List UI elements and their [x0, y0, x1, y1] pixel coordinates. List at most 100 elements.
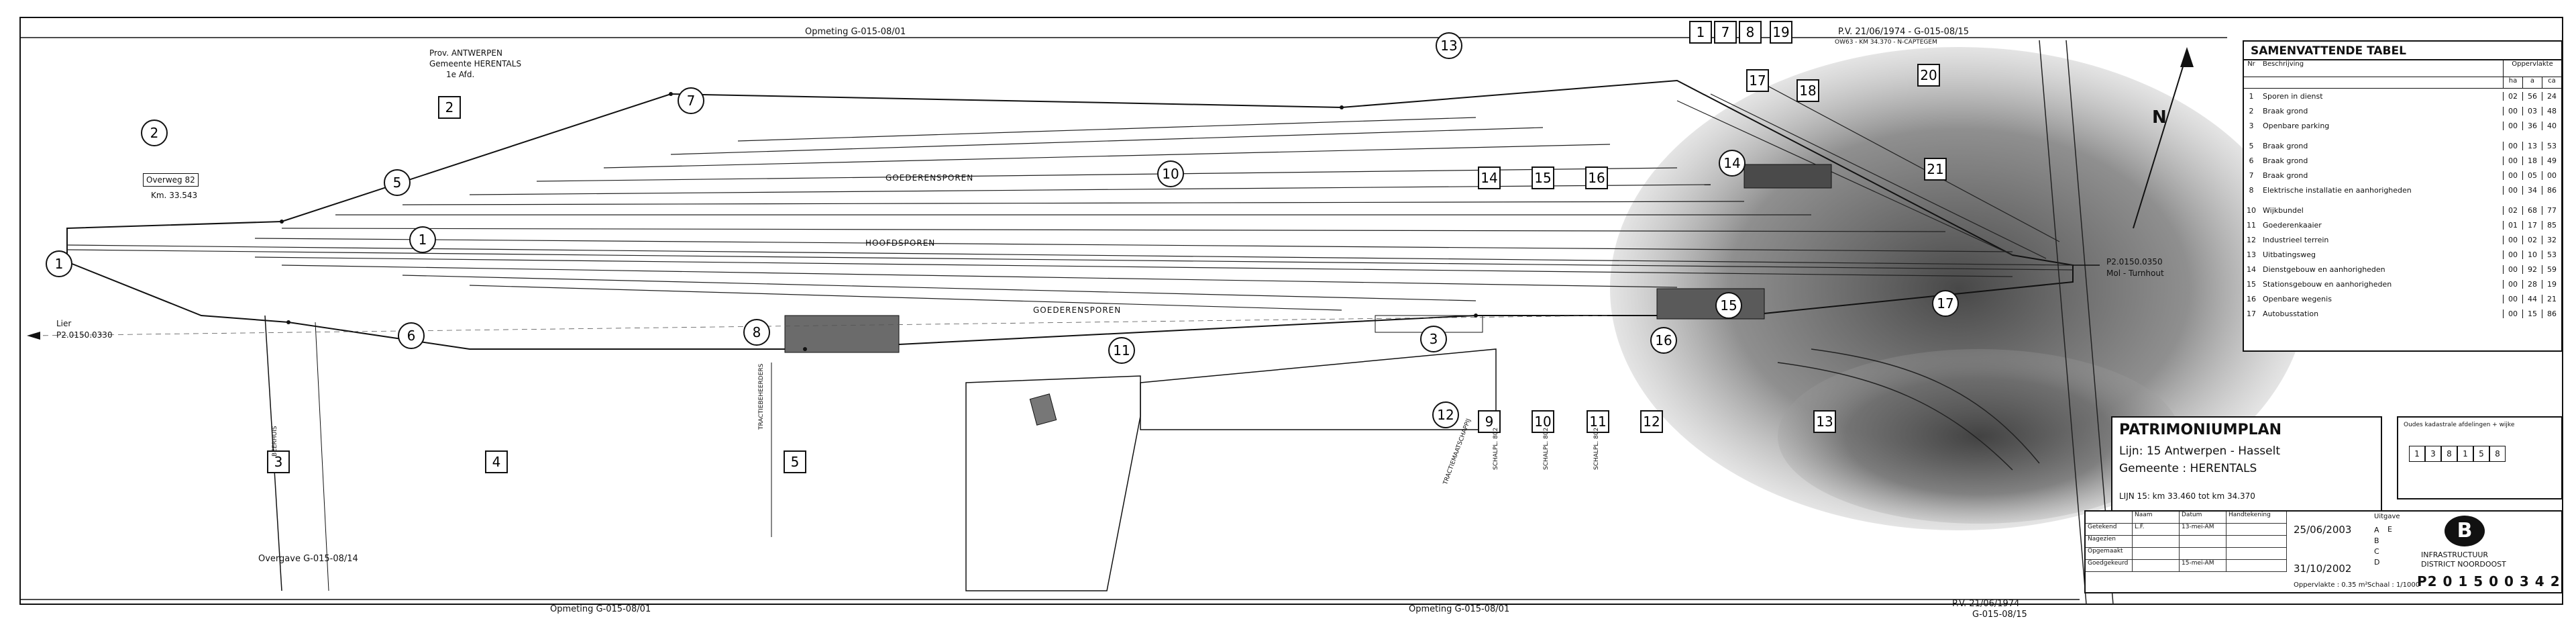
row-a: 03 — [2522, 106, 2542, 115]
sig-schaal: Schaal : 1/1000 — [2367, 581, 2420, 589]
row-desc: Stationsgebouw en aanhorigheden — [2263, 279, 2392, 289]
row-desc: Braak grond — [2263, 106, 2308, 115]
prov-line-1: Prov. ANTWERPEN — [429, 48, 502, 58]
uitgave-letter: A — [2374, 526, 2379, 534]
unit-a: a — [2522, 77, 2542, 88]
sig-col-datum: Datum — [2180, 512, 2226, 523]
parcel-box-10: 10 — [1532, 410, 1554, 433]
unit-ca: ca — [2542, 77, 2561, 88]
parcel-box-1: 1 — [1689, 21, 1712, 44]
row-ca: 86 — [2542, 309, 2561, 318]
prov-line-3: 1e Afd. — [446, 70, 475, 79]
parcel-box-16: 16 — [1585, 166, 1608, 189]
svg-text:14: 14 — [1723, 155, 1740, 171]
row-desc: Wijkbundel — [2263, 205, 2304, 215]
row-ha: 00 — [2503, 279, 2522, 289]
parcel-circle-16: 16 — [1650, 327, 1677, 354]
svg-text:13: 13 — [1440, 38, 1457, 54]
org-line-2: DISTRICT NOORDOOST — [2421, 560, 2506, 569]
svg-text:1: 1 — [55, 256, 64, 272]
title-block: PATRIMONIUMPLAN Lijn: 15 Antwerpen - Has… — [2111, 416, 2382, 516]
svg-text:7: 7 — [1721, 24, 1730, 40]
parcel-box-13: 13 — [1813, 410, 1836, 433]
vertical-label-beerhuis: BEERHUIS — [272, 426, 278, 457]
parcel-circle-15: 15 — [1715, 292, 1742, 319]
sig-handtekening — [2226, 560, 2287, 571]
sig-handtekening — [2226, 524, 2287, 535]
row-ca: 19 — [2542, 279, 2561, 289]
svg-text:15: 15 — [1720, 297, 1737, 314]
row-ca: 24 — [2542, 91, 2561, 101]
kadaster-cell: 8 — [2441, 446, 2457, 462]
row-a: 17 — [2522, 220, 2542, 230]
row-a: 68 — [2522, 205, 2542, 215]
parcel-box-5: 5 — [784, 450, 806, 473]
row-a: 92 — [2522, 265, 2542, 274]
uitgave-letter: C — [2374, 547, 2379, 556]
sig-naam — [2133, 548, 2180, 559]
svg-text:10: 10 — [1534, 414, 1551, 430]
sig-datum — [2180, 536, 2226, 547]
row-desc: Industrieel terrein — [2263, 235, 2329, 244]
row-a: 34 — [2522, 185, 2542, 195]
goederenkaaier-outline — [965, 375, 1141, 591]
row-ha: 00 — [2503, 121, 2522, 130]
summary-table-units: ha a ca — [2244, 77, 2561, 89]
row-desc: Openbare parking — [2263, 121, 2330, 130]
svg-text:5: 5 — [791, 454, 800, 470]
row-nr: 12 — [2247, 235, 2256, 244]
row-ca: 32 — [2542, 235, 2561, 244]
col-nr: Nr — [2247, 60, 2255, 68]
svg-text:12: 12 — [1437, 407, 1454, 423]
row-a: 05 — [2522, 171, 2542, 180]
parcel-circle-3: 3 — [1420, 326, 1447, 352]
overweg-label: Overweg 82 — [143, 173, 199, 187]
sig-naam — [2133, 536, 2180, 547]
kadaster-cell: 1 — [2409, 446, 2425, 462]
row-ha: 00 — [2503, 171, 2522, 180]
summary-table-title: SAMENVATTENDE TABEL — [2244, 42, 2561, 60]
summary-table-header: Nr Beschrijving Oppervlakte — [2244, 60, 2561, 77]
svg-text:11: 11 — [1113, 342, 1130, 358]
row-ca: 86 — [2542, 185, 2561, 195]
svg-text:6: 6 — [407, 328, 416, 344]
parcel-circle-10: 10 — [1157, 160, 1184, 187]
row-nr: 11 — [2247, 220, 2256, 230]
row-nr: 5 — [2249, 141, 2254, 150]
plan-lijn: Lijn: 15 Antwerpen - Hasselt — [2119, 444, 2281, 458]
sig-datum — [2180, 548, 2226, 559]
pv-top: P.V. 21/06/1974 - G-015-08/15 — [1838, 27, 1970, 37]
vertical-label-schaal-3: SCHALPL. 802 — [1593, 427, 1600, 470]
kadaster-label: Oudes kadastrale afdelingen + wijke — [2404, 422, 2515, 428]
row-a: 44 — [2522, 294, 2542, 303]
kadaster-cell: 8 — [2489, 446, 2506, 462]
opmeting-top: Opmeting G-015-08/01 — [805, 27, 906, 37]
sig-role: Opgemaakt — [2086, 548, 2133, 559]
row-ca: 53 — [2542, 141, 2561, 150]
row-desc: Braak grond — [2263, 171, 2308, 180]
row-ca: 53 — [2542, 250, 2561, 259]
svg-text:8: 8 — [1746, 24, 1755, 40]
svg-text:4: 4 — [492, 454, 501, 470]
parcel-circle-14: 14 — [1719, 150, 1746, 177]
row-ha: 00 — [2503, 156, 2522, 165]
sig-row: Nagezien — [2086, 536, 2287, 548]
pv-bottom-1: P.V. 21/06/1974 — [1952, 599, 2020, 609]
row-ha: 01 — [2503, 220, 2522, 230]
building-small — [1029, 393, 1057, 426]
row-a: 28 — [2522, 279, 2542, 289]
hoofdsporen: HOOFDSPOREN — [865, 238, 936, 248]
north-arrow-icon — [2133, 47, 2194, 229]
sig-col-handtekening: Handtekening — [2226, 512, 2287, 523]
row-ha: 02 — [2503, 205, 2522, 215]
unit-ha: ha — [2503, 77, 2522, 88]
